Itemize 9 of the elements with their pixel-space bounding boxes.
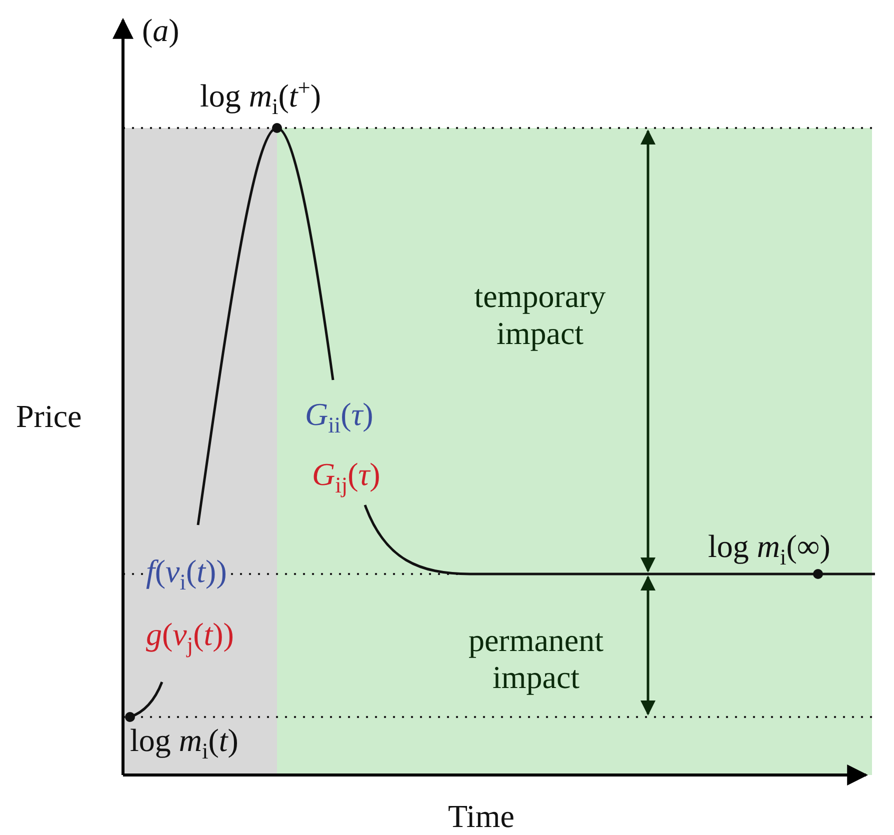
math-label: G$_{ij}$(τ) xyxy=(312,456,380,498)
math-label: log m$_{i}$(∞) xyxy=(708,528,830,570)
axis-label: Price xyxy=(16,398,82,435)
math-label: g(v$_{j}$(t)) xyxy=(146,616,234,658)
math-label: log m$_{i}$(t) xyxy=(130,722,238,764)
math-label: G$_{ii}$(τ) xyxy=(305,396,374,438)
math-label: log m$_{i}$(t$^{+}$) xyxy=(200,75,322,120)
axis-label: Time xyxy=(448,798,514,835)
panel-label: (a) xyxy=(142,12,180,49)
